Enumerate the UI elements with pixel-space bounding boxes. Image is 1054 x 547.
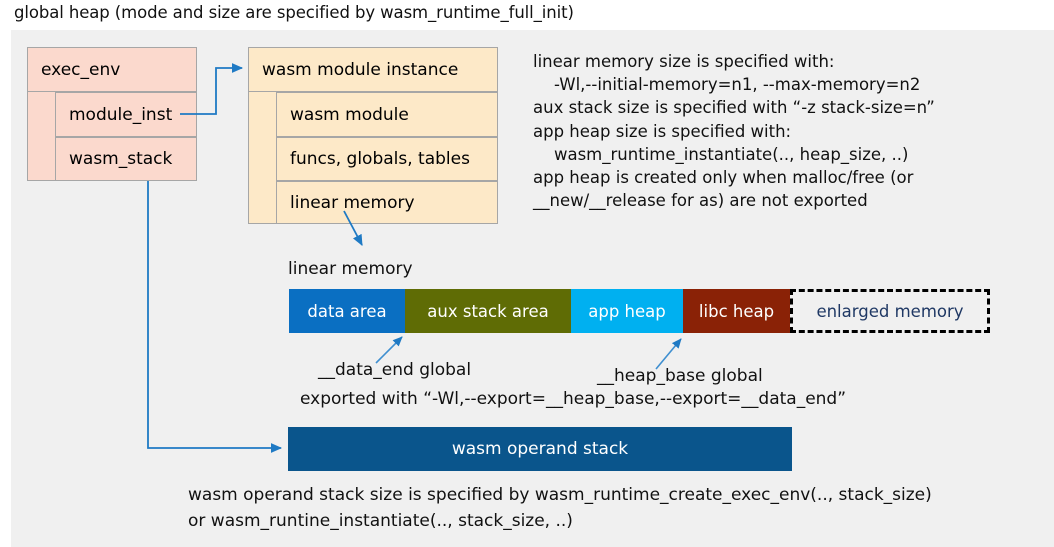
memory-segment-data-area: data area [289,289,405,333]
module-instance-field-linear-memory: linear memory [276,181,498,224]
funcs-globals-tables-label: funcs, globals, tables [290,149,470,169]
memory-segment-app-heap: app heap [571,289,683,333]
memory-segment-label: aux stack area [427,301,549,321]
memory-segment-libc-heap: libc heap [683,289,790,333]
memory-segment-label: libc heap [698,301,775,321]
module-inst-label: module_inst [69,104,173,125]
memory-segment-enlarged-memory: enlarged memory [790,289,990,333]
wasm-operand-stack-box: wasm operand stack [288,427,792,471]
linear-memory-field-label: linear memory [290,192,415,213]
module-instance-field-funcs-globals-tables: funcs, globals, tables [276,137,498,181]
linear-memory-caption: linear memory [288,259,413,279]
exec-env-header-label: exec_env [41,59,121,80]
wasm-operand-stack-label: wasm operand stack [451,439,629,459]
exec-env-header: exec_env [27,47,197,92]
memory-segment-aux-stack-area: aux stack area [405,289,571,333]
annotation-data-end: __data_end global [318,360,472,380]
memory-segment-label: enlarged memory [816,301,964,321]
exec-env-field-module-inst: module_inst [55,92,197,137]
linear-memory-note: linear memory size is specified with: -W… [533,52,935,211]
module-instance-header: wasm module instance [248,47,498,92]
operand-stack-note: wasm operand stack size is specified by … [188,485,932,531]
page-title: global heap (mode and size are specified… [14,3,574,22]
linear-memory-bar: data area aux stack area app heap libc heap… [289,289,990,333]
module-instance-field-wasm-module: wasm module [276,92,498,137]
exec-env-field-wasm-stack: wasm_stack [55,137,197,181]
wasm-stack-label: wasm_stack [69,149,173,169]
wasm-module-label: wasm module [290,104,409,125]
memory-segment-label: data area [307,301,387,321]
module-instance-header-label: wasm module instance [262,59,459,80]
annotation-exported-with: exported with “-Wl,--export=__heap_base,… [300,389,847,409]
memory-segment-label: app heap [588,301,666,321]
annotation-heap-base: __heap_base global [597,366,763,386]
